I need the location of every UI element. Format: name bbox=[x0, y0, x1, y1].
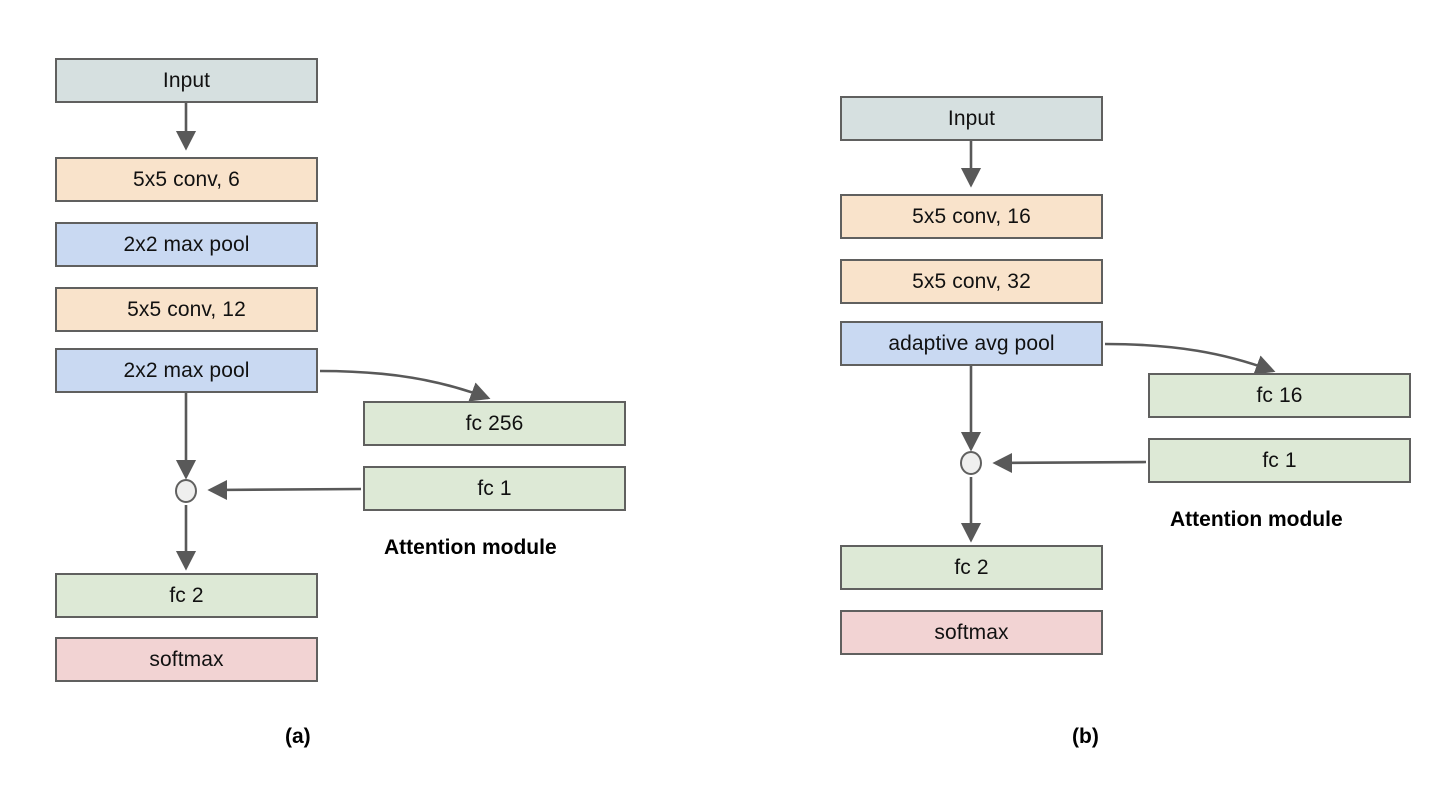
panel-caption-b: (b) bbox=[1072, 725, 1099, 748]
node-b-conv-2[interactable]: 5x5 conv, 32 bbox=[840, 259, 1103, 304]
node-label: fc 1 bbox=[477, 477, 512, 500]
node-b-input[interactable]: Input bbox=[840, 96, 1103, 141]
node-a-maxpool-2[interactable]: 2x2 max pool bbox=[55, 348, 318, 393]
node-label: fc 16 bbox=[1256, 384, 1303, 407]
node-a-fc256[interactable]: fc 256 bbox=[363, 401, 626, 446]
node-label: 5x5 conv, 16 bbox=[912, 205, 1031, 228]
node-a-input[interactable]: Input bbox=[55, 58, 318, 103]
node-a-merge-multiply[interactable] bbox=[175, 479, 197, 503]
node-a-fc1[interactable]: fc 1 bbox=[363, 466, 626, 511]
node-b-merge-multiply[interactable] bbox=[960, 451, 982, 475]
node-a-conv-2[interactable]: 5x5 conv, 12 bbox=[55, 287, 318, 332]
node-label: fc 2 bbox=[954, 556, 989, 579]
node-a-fc2[interactable]: fc 2 bbox=[55, 573, 318, 618]
node-label: fc 2 bbox=[169, 584, 204, 607]
node-label: softmax bbox=[149, 648, 224, 671]
node-b-fc16[interactable]: fc 16 bbox=[1148, 373, 1411, 418]
edge-b-fc1-to-merge bbox=[992, 452, 1147, 474]
node-label: fc 1 bbox=[1262, 449, 1297, 472]
edge-a-pool2-to-fc256 bbox=[319, 369, 491, 402]
node-b-conv-1[interactable]: 5x5 conv, 16 bbox=[840, 194, 1103, 239]
node-label: Input bbox=[162, 69, 211, 92]
node-a-maxpool-1[interactable]: 2x2 max pool bbox=[55, 222, 318, 267]
node-label: 5x5 conv, 32 bbox=[912, 270, 1031, 293]
node-label: 2x2 max pool bbox=[123, 233, 250, 256]
node-label: fc 256 bbox=[465, 412, 524, 435]
node-a-softmax[interactable]: softmax bbox=[55, 637, 318, 682]
label-a-attention-module: Attention module bbox=[384, 536, 557, 559]
node-label: 5x5 conv, 12 bbox=[127, 298, 246, 321]
label-b-attention-module: Attention module bbox=[1170, 508, 1343, 531]
node-a-conv-1[interactable]: 5x5 conv, 6 bbox=[55, 157, 318, 202]
node-b-adaptive-avg-pool[interactable]: adaptive avg pool bbox=[840, 321, 1103, 366]
node-label: 5x5 conv, 6 bbox=[133, 168, 240, 191]
edge-b-pool-to-fc16 bbox=[1104, 342, 1276, 375]
node-b-softmax[interactable]: softmax bbox=[840, 610, 1103, 655]
node-label: 2x2 max pool bbox=[123, 359, 250, 382]
node-label: Input bbox=[947, 107, 996, 130]
panel-caption-a: (a) bbox=[285, 725, 311, 748]
node-label: softmax bbox=[934, 621, 1009, 644]
node-b-fc2[interactable]: fc 2 bbox=[840, 545, 1103, 590]
edge-a-fc1-to-merge bbox=[207, 479, 362, 501]
node-b-fc1[interactable]: fc 1 bbox=[1148, 438, 1411, 483]
node-label: adaptive avg pool bbox=[888, 332, 1055, 355]
